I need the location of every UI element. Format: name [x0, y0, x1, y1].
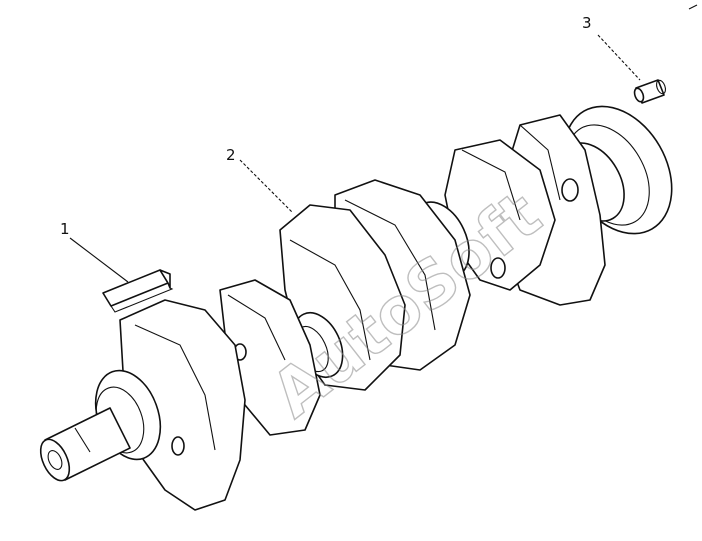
callout-2: 2	[226, 146, 236, 164]
callout-3: 3	[582, 14, 592, 32]
callout-1: 1	[60, 220, 70, 238]
front-nose	[39, 407, 131, 482]
corner-mark	[688, 4, 698, 10]
leader-line-2	[239, 159, 293, 213]
leader-line-1	[69, 237, 129, 283]
woodruff-key	[102, 269, 174, 313]
crankshaft	[39, 105, 673, 511]
leader-lines	[69, 34, 641, 283]
dowel-pin	[633, 79, 667, 104]
leader-line-3	[597, 34, 641, 81]
